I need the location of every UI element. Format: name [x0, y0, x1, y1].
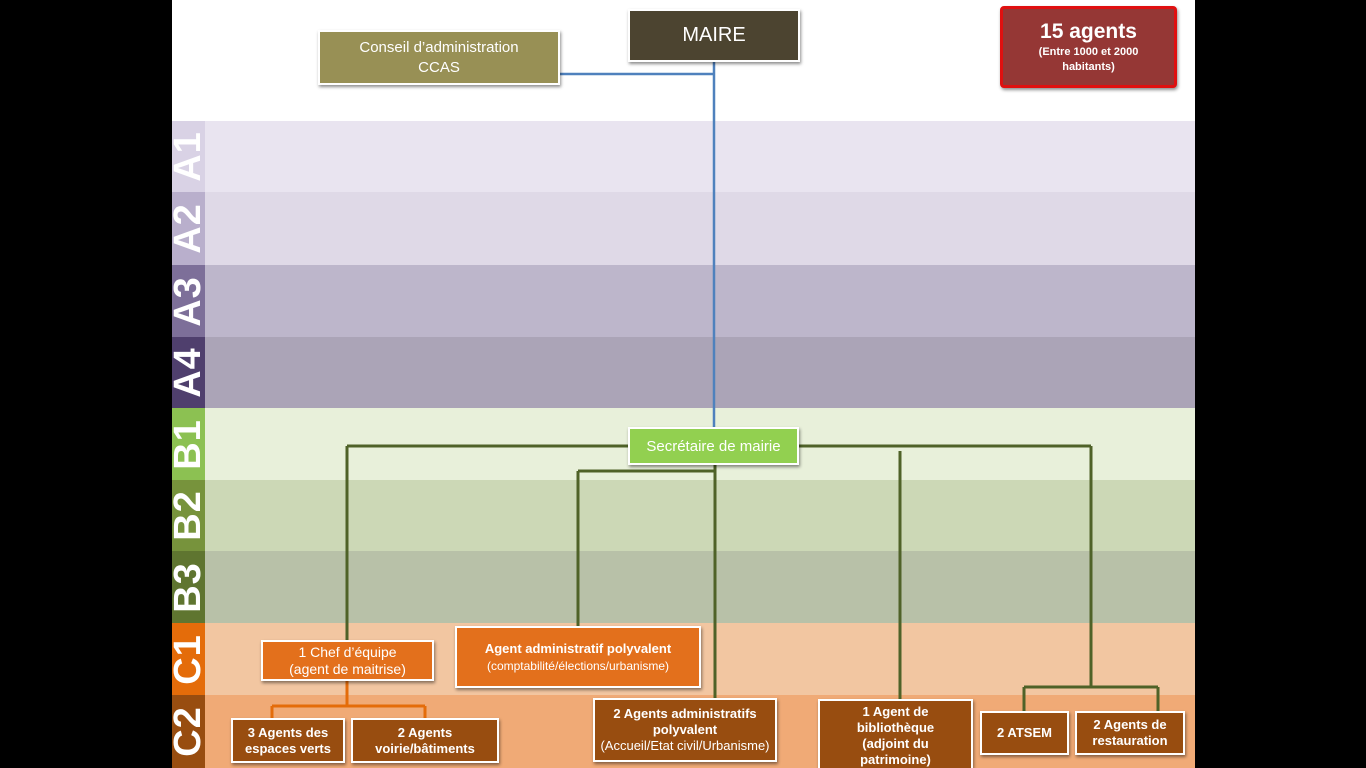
agents-range-line1: (Entre 1000 et 2000 [1038, 46, 1139, 58]
catering-box: 2 Agents de restauration [1075, 711, 1185, 755]
admin-agent-title: Agent administratif polyvalent [484, 641, 672, 656]
admin-agents-detail: (Accueil/Etat civil/Urbanisme) [600, 738, 770, 753]
level-label-b1: B1 [172, 408, 205, 480]
band-a1 [172, 121, 1195, 192]
council-line2: CCAS [418, 58, 460, 76]
green-spaces-box: 3 Agents des espaces verts [231, 718, 345, 763]
green-connectors [345, 444, 1160, 713]
agents-range-line2: habitants) [1062, 61, 1115, 73]
admin-agent-detail: (comptabilité/élections/urbanisme) [486, 659, 670, 673]
admin-agent-box: Agent administratif polyvalent (comptabi… [455, 626, 701, 688]
mayor-label: MAIRE [682, 24, 746, 46]
mayor-box: MAIRE [628, 9, 800, 62]
library-line4: patrimoine) [860, 752, 931, 767]
level-label-b3: B3 [172, 551, 205, 623]
connector-lines [270, 62, 1160, 720]
team-leader-box: 1 Chef d’équipe (agent de maitrise) [261, 640, 434, 681]
band-b3 [172, 551, 1195, 623]
admin-agents-line1: 2 Agents administratifs [613, 706, 757, 721]
team-leader-line1: 1 Chef d’équipe [298, 643, 397, 660]
band-a4 [172, 337, 1195, 408]
band-a3 [172, 265, 1195, 337]
team-leader-line2: (agent de maitrise) [289, 660, 406, 677]
slide: A1 A2 A3 A4 B1 B2 B3 C1 C2 [172, 0, 1195, 768]
blue-connectors [560, 62, 716, 428]
level-label-a2: A2 [172, 192, 205, 265]
library-box: 1 Agent de bibliothèque (adjoint du patr… [818, 699, 973, 768]
roads-line1: 2 Agents [397, 724, 453, 740]
atsem-box: 2 ATSEM [980, 711, 1069, 755]
orange-connectors [270, 678, 427, 720]
level-label-a4: A4 [172, 337, 205, 408]
agents-count-box: 15 agents (Entre 1000 et 2000 habitants) [1000, 6, 1177, 88]
library-line1: 1 Agent de [862, 704, 929, 719]
level-label-c2: C2 [172, 695, 205, 768]
band-b2 [172, 480, 1195, 551]
green-spaces-line2: espaces verts [244, 740, 331, 756]
admin-agents-box: 2 Agents administratifs polyvalent (Accu… [593, 698, 777, 762]
library-line3: (adjoint du [862, 736, 929, 751]
roads-line2: voirie/bâtiments [375, 740, 475, 756]
level-label-a3: A3 [172, 265, 205, 337]
level-label-a1: A1 [172, 121, 205, 192]
admin-agents-line2: polyvalent [652, 722, 718, 737]
agents-count-title: 15 agents [1040, 20, 1137, 43]
catering-line1: 2 Agents de [1093, 717, 1167, 732]
catering-line2: restauration [1092, 733, 1168, 748]
secretary-box: Secrétaire de mairie [628, 427, 799, 465]
level-label-b2: B2 [172, 480, 205, 551]
secretary-label: Secrétaire de mairie [646, 437, 781, 455]
atsem-label: 2 ATSEM [997, 725, 1052, 740]
band-a2 [172, 192, 1195, 265]
roads-buildings-box: 2 Agents voirie/bâtiments [351, 718, 499, 763]
council-line1: Conseil d’administration [359, 38, 519, 56]
level-label-c1: C1 [172, 623, 205, 695]
library-line2: bibliothèque [856, 720, 935, 735]
green-spaces-line1: 3 Agents des [247, 724, 329, 740]
council-box: Conseil d’administration CCAS [318, 30, 560, 85]
